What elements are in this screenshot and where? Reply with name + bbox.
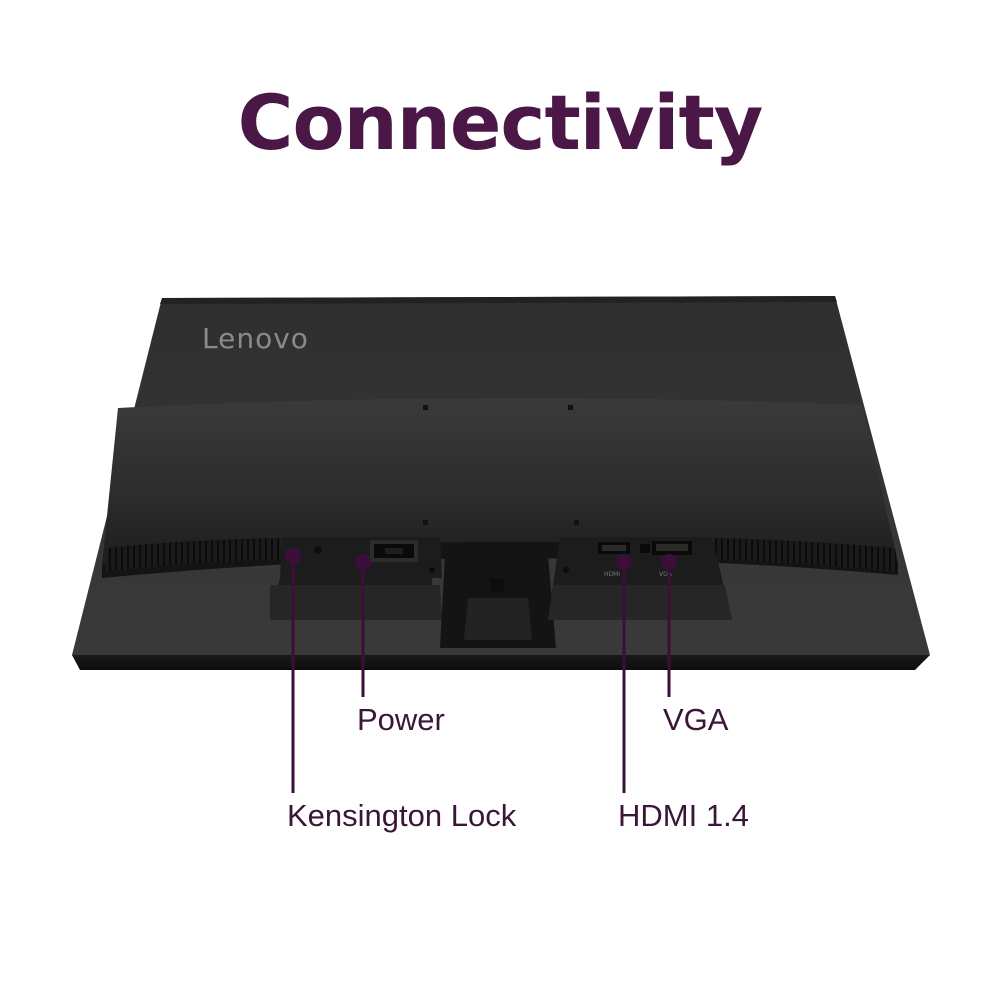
left-port-recess <box>270 537 442 620</box>
power-callout-dot <box>355 554 371 570</box>
vent-grille-left <box>104 538 282 572</box>
vga-callout-dot <box>661 554 677 570</box>
vesa-screw-holes <box>423 405 579 525</box>
vga-port-mark: VGA <box>659 571 673 578</box>
power-label: Power <box>357 702 445 737</box>
callout-leaders <box>291 558 671 793</box>
page-title: Connectivity <box>237 78 764 167</box>
callout-dots <box>285 548 677 570</box>
kensington-callout-dot <box>285 548 301 564</box>
vent-grille-right <box>714 538 898 572</box>
hdmi-port-mark: HDMI <box>604 571 620 578</box>
vga-label: VGA <box>663 702 729 737</box>
brand-logo: Lenovo <box>202 322 309 355</box>
hdmi-callout-dot <box>616 554 632 570</box>
hdmi-label: HDMI 1.4 <box>618 798 749 833</box>
stand-neck <box>440 555 556 648</box>
right-port-recess <box>548 537 732 620</box>
kensington-lock-label: Kensington Lock <box>287 798 517 833</box>
